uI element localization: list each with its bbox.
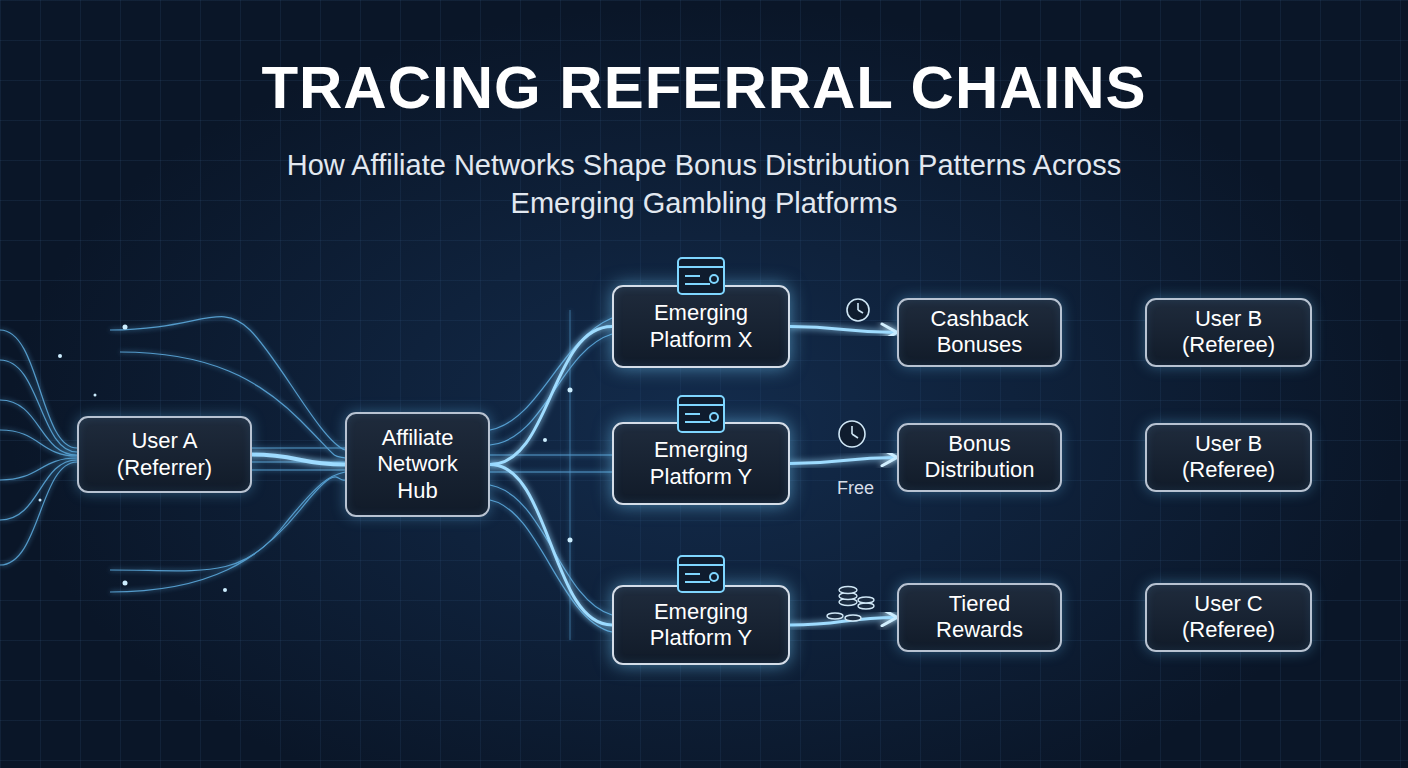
edge-label: Free — [837, 478, 874, 499]
flow-connector — [790, 617, 897, 625]
strand — [0, 460, 77, 520]
strand — [110, 477, 345, 592]
strand — [490, 500, 612, 632]
flow-connector — [490, 327, 612, 465]
user-box: User A (Referrer) — [77, 416, 252, 493]
bonus-box: Cashback Bonuses — [897, 298, 1062, 367]
dot — [568, 388, 573, 393]
dot — [39, 499, 42, 502]
bonus-box: Tiered Rewards — [897, 583, 1062, 652]
dot — [568, 538, 573, 543]
strand — [252, 447, 345, 448]
dot — [58, 354, 62, 358]
node-text: Emerging Platform X — [628, 300, 774, 353]
glow-dots — [39, 325, 573, 593]
flow-connector — [790, 457, 897, 463]
node-text: Emerging Platform Y — [628, 437, 774, 490]
node-text: User A (Referrer) — [93, 428, 236, 481]
strand — [0, 360, 77, 452]
dot — [543, 438, 547, 442]
dot — [94, 394, 97, 397]
strand — [252, 469, 345, 470]
platform-box: Emerging Platform Y — [612, 585, 790, 665]
strand — [490, 454, 612, 455]
node-text: Affiliate Network Hub — [361, 425, 474, 504]
subtitle: How Affiliate Networks Shape Bonus Distr… — [234, 146, 1174, 222]
coin-stack-icon — [827, 587, 874, 622]
platform-box: Emerging Platform Y — [612, 422, 790, 505]
strand — [490, 334, 612, 445]
node-text: User B (Referee) — [1161, 431, 1296, 484]
flow-connector — [790, 327, 897, 333]
flow-connector — [1062, 331, 1145, 334]
dot — [223, 588, 227, 592]
title: TRACING REFERRAL CHAINS — [0, 58, 1408, 118]
strand — [490, 485, 612, 615]
user-box: User C (Referee) — [1145, 583, 1312, 652]
strand — [0, 462, 77, 565]
dot — [123, 325, 128, 330]
strand — [490, 318, 612, 430]
platform-box: Emerging Platform X — [612, 285, 790, 368]
node-text: Tiered Rewards — [913, 591, 1046, 644]
node-text: Bonus Distribution — [913, 431, 1046, 484]
clock-icon — [847, 299, 869, 321]
clock-icon — [839, 421, 865, 447]
node-text: User C (Referee) — [1161, 591, 1296, 644]
node-text: Cashback Bonuses — [913, 306, 1046, 359]
strand — [0, 430, 77, 456]
flow-connector — [1062, 456, 1145, 459]
flow-connector — [1062, 616, 1145, 619]
node-text: Emerging Platform Y — [628, 599, 774, 652]
strand — [0, 400, 77, 455]
hub-box: Affiliate Network Hub — [345, 412, 490, 517]
clock-icons — [839, 299, 869, 447]
flow-connector — [252, 455, 345, 465]
dot — [123, 581, 128, 586]
user-box: User B (Referee) — [1145, 298, 1312, 367]
flow-connector — [490, 465, 612, 626]
bonus-box: Bonus Distribution — [897, 423, 1062, 492]
incoming-strands — [0, 310, 612, 640]
user-box: User B (Referee) — [1145, 423, 1312, 492]
node-text: User B (Referee) — [1161, 306, 1296, 359]
strand — [0, 458, 77, 480]
flow-connector — [490, 463, 612, 466]
